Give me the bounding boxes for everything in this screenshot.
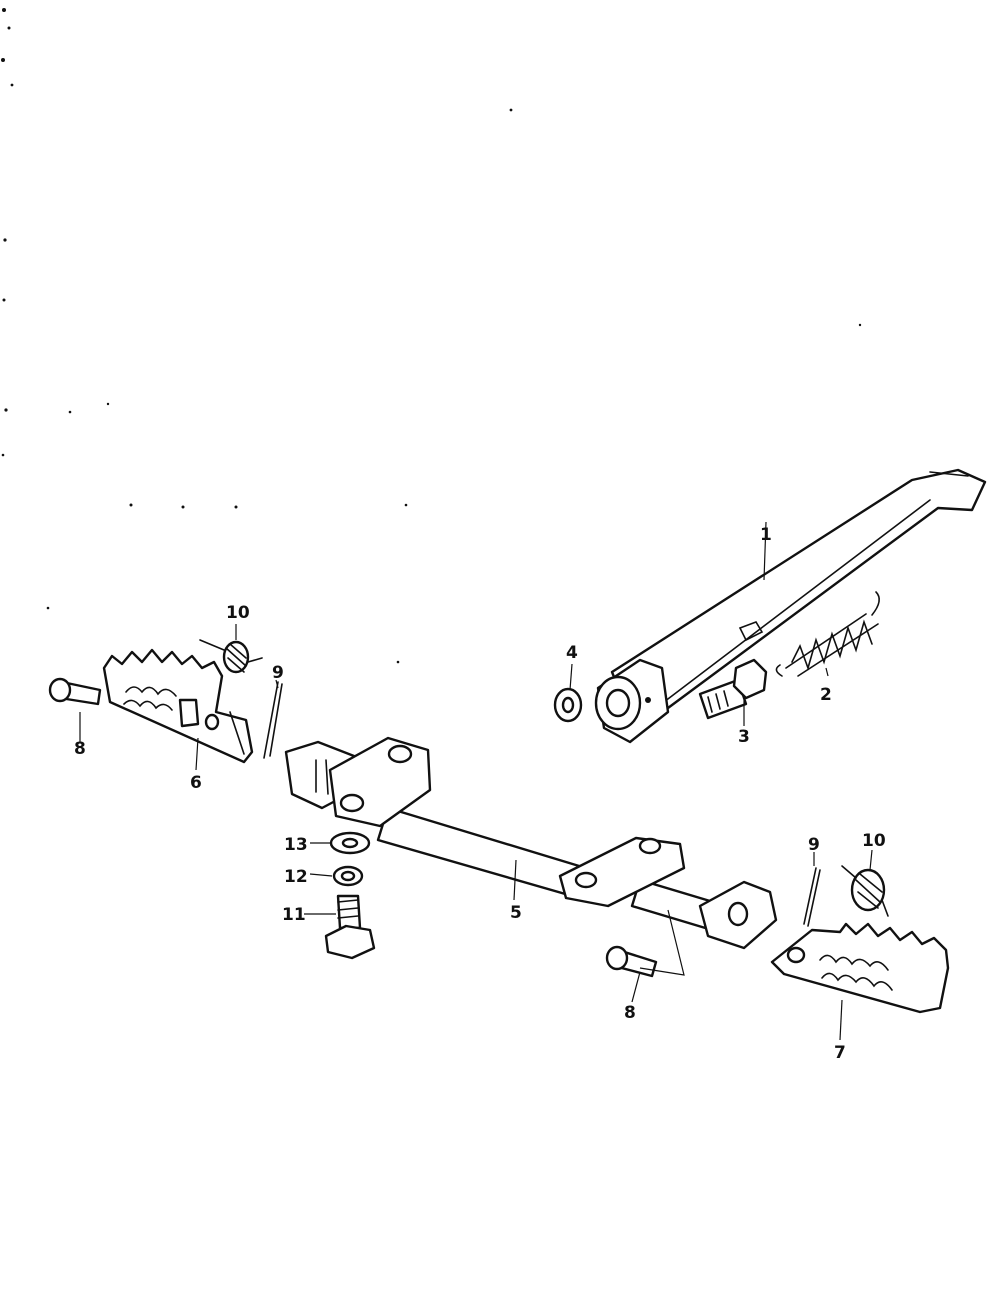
- callout-7: 7: [834, 1043, 846, 1063]
- callout-10-left: 10: [226, 603, 250, 623]
- clevis-pin-right: [605, 945, 658, 978]
- pivot-bolt: [698, 658, 768, 720]
- clevis-pin-left: [48, 677, 102, 706]
- callout-8-right: 8: [624, 1003, 636, 1023]
- callout-11: 11: [282, 905, 306, 925]
- leader-lines: [79, 521, 873, 1041]
- scan-noise: [1, 8, 862, 664]
- callout-6: 6: [190, 773, 202, 793]
- callout-1: 1: [760, 525, 772, 545]
- torsion-spring-right: [841, 865, 889, 917]
- callout-5: 5: [510, 903, 522, 923]
- callout-12: 12: [284, 867, 308, 887]
- mounting-bolt: [324, 894, 376, 960]
- callout-8-left: 8: [74, 739, 86, 759]
- right-footrest: [770, 922, 950, 1014]
- cotter-pin-right: [803, 867, 821, 927]
- callout-labels: 1 2 3 4 5 6 7 8 8 9 9 10 10 11 12 13: [74, 525, 886, 1063]
- pivot-nut: [553, 687, 583, 723]
- left-footrest: [102, 648, 254, 764]
- callout-9-right: 9: [808, 835, 820, 855]
- callout-10-right: 10: [862, 831, 886, 851]
- stand-spring: [775, 591, 880, 677]
- cotter-pin-left: [263, 681, 283, 759]
- footrest-bar: [284, 736, 778, 950]
- side-stand-leg: [594, 468, 987, 744]
- flat-washer: [329, 831, 371, 855]
- callout-4: 4: [566, 643, 578, 663]
- callout-9-left: 9: [272, 663, 284, 683]
- callout-13: 13: [284, 835, 308, 855]
- torsion-spring-left: [199, 639, 263, 674]
- callout-3: 3: [738, 727, 750, 747]
- lock-washer: [332, 865, 364, 887]
- callout-2: 2: [820, 685, 832, 705]
